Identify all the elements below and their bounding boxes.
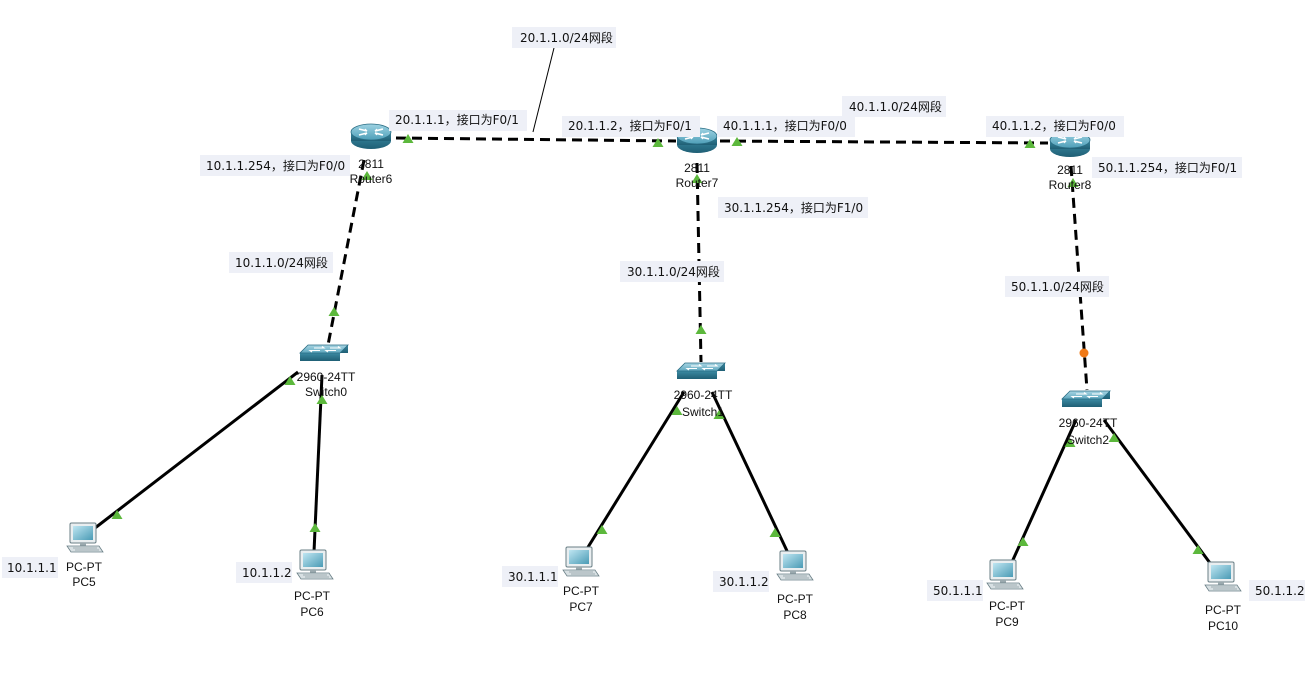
router8-model: 2811	[1057, 163, 1083, 177]
note-text: 50.1.1.0/24网段	[1011, 279, 1104, 294]
switch-icon	[676, 362, 726, 380]
pc-icon	[1204, 561, 1242, 592]
note[interactable]: 40.1.1.2，接口为F0/0	[986, 116, 1124, 137]
note[interactable]: 40.1.1.0/24网段	[842, 96, 946, 117]
link-router7-router8[interactable]	[719, 139, 1049, 145]
link-pending-indicator	[1079, 348, 1089, 358]
link-up-indicator	[309, 523, 321, 532]
pc10-model: PC-PT	[1205, 603, 1242, 617]
note[interactable]: 50.1.1.2	[1249, 580, 1305, 601]
pc9-name: PC9	[995, 615, 1019, 629]
note[interactable]: 10.1.1.254，接口为F0/0	[200, 155, 350, 176]
note-text: 40.1.1.0/24网段	[849, 99, 942, 114]
link-switch0-pc6[interactable]	[312, 374, 324, 553]
pc6[interactable]: PC-PT PC6	[294, 549, 334, 619]
switch1[interactable]: 2960-24TT Switch1	[674, 362, 733, 419]
note[interactable]: 50.1.1.0/24网段	[1005, 276, 1109, 297]
note-text: 10.1.1.254，接口为F0/0	[206, 158, 345, 173]
router7-model: 2811	[684, 161, 710, 175]
note[interactable]: 30.1.1.254，接口为F1/0	[718, 197, 868, 218]
note-text: 50.1.1.1	[933, 584, 983, 598]
note-text: 50.1.1.2	[1255, 584, 1305, 598]
pc10-name: PC10	[1208, 619, 1238, 633]
router8-name: Router8	[1049, 178, 1092, 192]
note-text: 40.1.1.1，接口为F0/0	[723, 118, 847, 133]
router6[interactable]: 2811 Router6	[350, 123, 393, 186]
switch-icon	[1061, 390, 1111, 408]
link-switch0-pc5[interactable]	[94, 370, 299, 530]
switch-icon	[299, 344, 349, 362]
pc10[interactable]: PC-PT PC10	[1204, 561, 1242, 633]
note-text: 20.1.1.2，接口为F0/1	[568, 118, 692, 133]
pc8[interactable]: PC-PT PC8	[776, 550, 814, 622]
note-leader-line	[532, 47, 555, 133]
switch0[interactable]: 2960-24TT Switch0	[297, 344, 356, 399]
note[interactable]: 50.1.1.1	[927, 580, 983, 601]
note-text: 10.1.1.2	[242, 566, 292, 580]
note-text: 30.1.1.254，接口为F1/0	[724, 200, 863, 215]
link-switch2-pc10[interactable]	[1102, 419, 1212, 564]
router-icon	[350, 123, 392, 150]
pc9-model: PC-PT	[989, 599, 1026, 613]
pc5-model: PC-PT	[66, 560, 103, 574]
link-up-indicator	[1017, 537, 1029, 546]
note-text: 10.1.1.0/24网段	[235, 255, 328, 270]
pc5[interactable]: PC-PT PC5	[66, 522, 104, 589]
pc8-name: PC8	[783, 608, 807, 622]
note-text: 50.1.1.254，接口为F0/1	[1098, 160, 1237, 175]
note[interactable]: 50.1.1.254，接口为F0/1	[1092, 157, 1242, 178]
router7-name: Router7	[676, 176, 719, 190]
pc-icon	[986, 559, 1024, 590]
note-text: 30.1.1.0/24网段	[627, 264, 720, 279]
link-switch1-pc8[interactable]	[710, 391, 790, 554]
pc5-name: PC5	[72, 575, 96, 589]
router8[interactable]: 2811 Router8	[1049, 131, 1092, 192]
pc-icon	[562, 546, 600, 577]
link-switch1-pc7[interactable]	[583, 391, 686, 553]
note[interactable]: 30.1.1.1	[502, 566, 558, 587]
note-text: 20.1.1.1，接口为F0/1	[395, 112, 519, 127]
switch0-model: 2960-24TT	[297, 370, 356, 384]
note[interactable]: 10.1.1.0/24网段	[229, 252, 333, 273]
switch2-model: 2960-24TT	[1059, 416, 1118, 430]
note[interactable]: 10.1.1.1	[2, 557, 58, 578]
switch2[interactable]: 2960-24TT Switch2	[1059, 390, 1118, 447]
links	[94, 136, 1212, 564]
link-up-indicator	[328, 307, 340, 316]
pc8-model: PC-PT	[777, 592, 814, 606]
note[interactable]: 20.1.1.1，接口为F0/1	[389, 110, 527, 131]
switch2-name: Switch2	[1067, 433, 1109, 447]
pc9[interactable]: PC-PT PC9	[986, 559, 1026, 629]
router6-model: 2811	[358, 157, 384, 171]
pc7-model: PC-PT	[563, 584, 600, 598]
notes: 20.1.1.0/24网段 20.1.1.1，接口为F0/1 20.1.1.2，…	[2, 27, 1305, 601]
pc7-name: PC7	[569, 600, 593, 614]
link-status-indicators	[111, 134, 1204, 554]
pc6-name: PC6	[300, 605, 324, 619]
note[interactable]: 20.1.1.0/24网段	[512, 27, 616, 48]
note[interactable]: 40.1.1.1，接口为F0/0	[717, 116, 855, 137]
note-text: 30.1.1.2	[719, 575, 769, 589]
switch1-name: Switch1	[682, 405, 724, 419]
router7[interactable]: 2811 Router7	[676, 127, 719, 190]
switch1-model: 2960-24TT	[674, 388, 733, 402]
note[interactable]: 10.1.1.2	[236, 562, 292, 583]
note[interactable]: 30.1.1.0/24网段	[620, 261, 724, 282]
link-router6-router7[interactable]	[395, 136, 677, 143]
pc-icon	[296, 549, 334, 580]
switch0-name: Switch0	[305, 385, 347, 399]
note[interactable]: 20.1.1.2，接口为F0/1	[562, 116, 700, 137]
link-up-indicator	[695, 325, 707, 334]
pc7[interactable]: PC-PT PC7	[562, 546, 600, 614]
link-router6-switch0[interactable]	[326, 159, 366, 346]
router6-name: Router6	[350, 172, 393, 186]
note-text: 10.1.1.1	[7, 561, 57, 575]
note-text: 20.1.1.0/24网段	[520, 30, 613, 45]
pc6-model: PC-PT	[294, 589, 331, 603]
note-text: 30.1.1.1	[508, 570, 558, 584]
note[interactable]: 30.1.1.2	[713, 571, 769, 592]
pc-icon	[776, 550, 814, 581]
note-text: 40.1.1.2，接口为F0/0	[992, 118, 1116, 133]
